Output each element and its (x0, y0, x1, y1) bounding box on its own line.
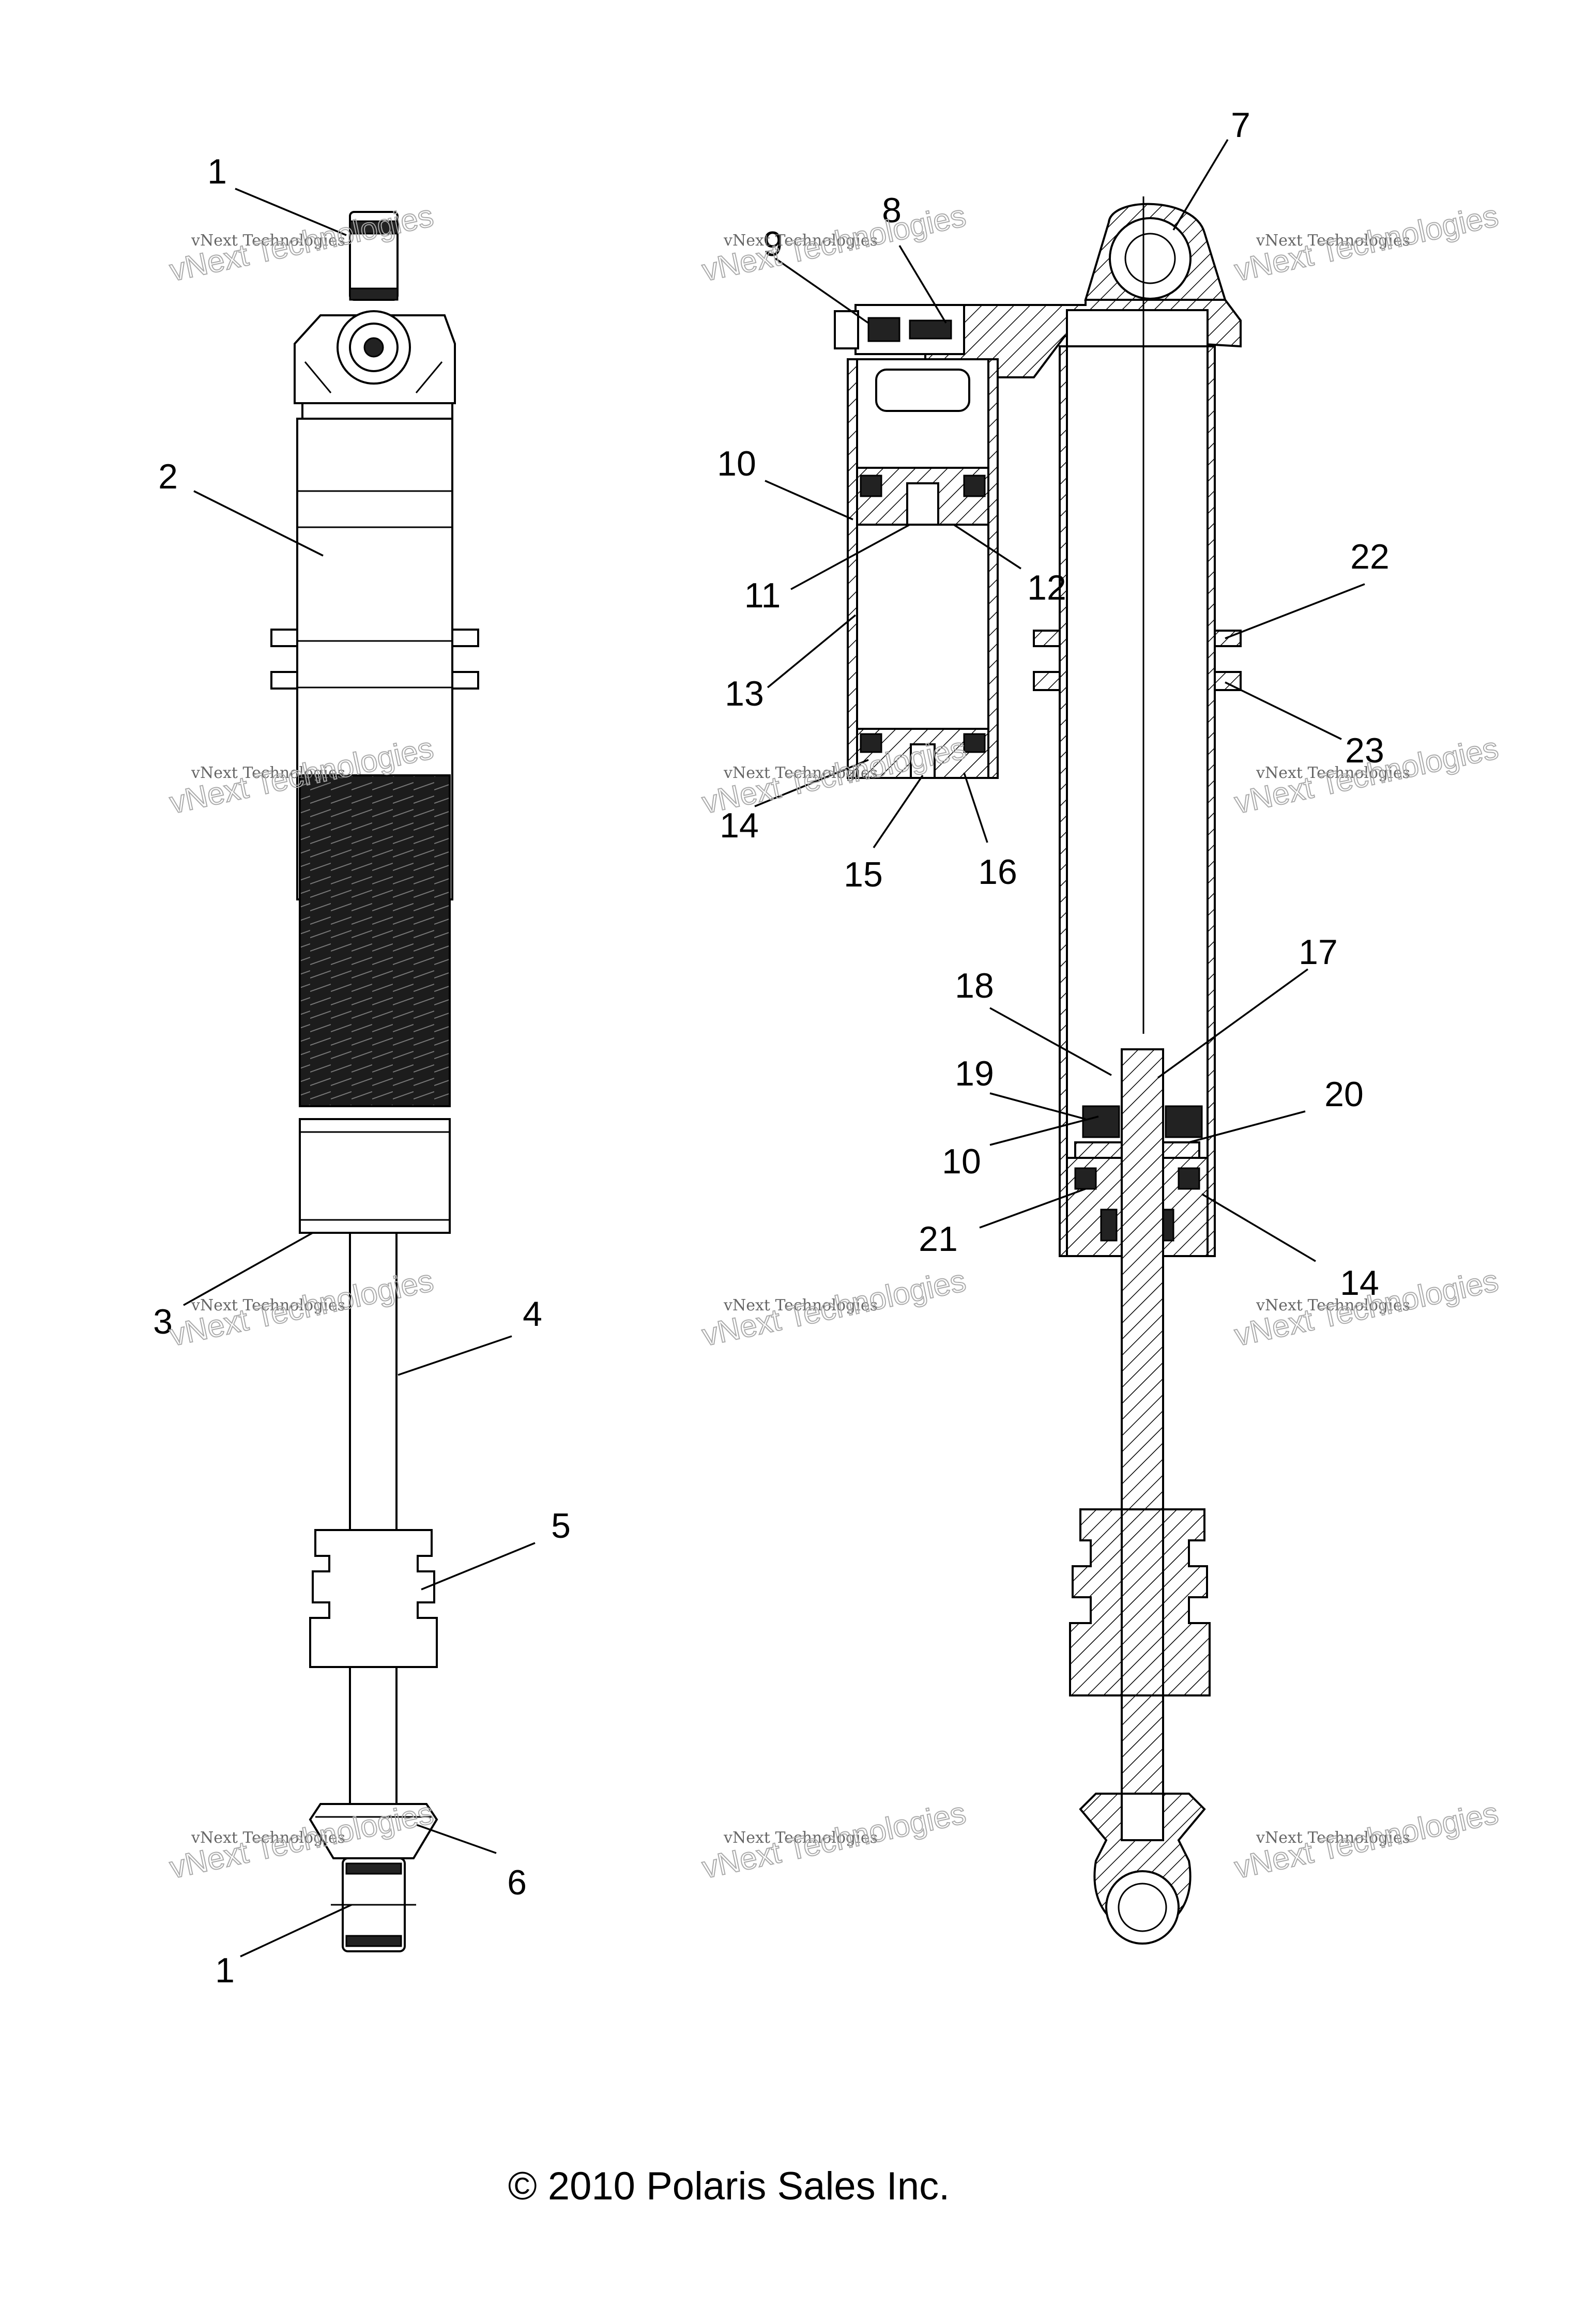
callout-4: 4 (523, 1294, 542, 1334)
callout-11: 11 (744, 576, 781, 615)
callout-5: 5 (551, 1506, 571, 1546)
callout-6: 6 (507, 1863, 527, 1902)
watermark: vNext Technologies (1256, 1296, 1410, 1314)
callout-22: 22 (1350, 537, 1390, 576)
callout-16: 16 (978, 852, 1017, 892)
callout-13: 13 (725, 674, 764, 713)
leader-lines (183, 139, 1365, 1958)
callout-1-bottom: 1 (215, 1951, 235, 1990)
callout-numbers: 1 2 3 4 5 6 1 7 8 9 10 11 12 13 14 15 16… (153, 105, 1390, 1990)
callout-10-top: 10 (717, 444, 756, 483)
callout-19: 19 (955, 1054, 994, 1093)
callout-8: 8 (882, 191, 902, 230)
shock-external-view (270, 211, 479, 1952)
callout-10-bottom: 10 (942, 1142, 981, 1181)
callout-17: 17 (1299, 932, 1338, 972)
watermark: vNext Technologies (1256, 232, 1410, 250)
callout-15: 15 (844, 855, 883, 894)
watermark: vNext Technologies (191, 232, 345, 250)
callout-14-right: 14 (1340, 1263, 1379, 1303)
callout-20: 20 (1324, 1075, 1364, 1114)
watermark: vNext Technologies (1256, 1829, 1410, 1847)
watermark: vNext Technologies (191, 1829, 345, 1847)
watermark: vNext Technologies (723, 232, 878, 250)
watermark: vNext Technologies (1256, 764, 1410, 782)
shock-cross-section-view (834, 196, 1242, 1945)
callout-12: 12 (1027, 568, 1066, 607)
watermark: vNext Technologies (723, 1296, 878, 1314)
watermark: vNext Technologies (191, 764, 345, 782)
watermark: vNext Technologies (723, 1829, 878, 1847)
watermark: vNext Technologies (723, 764, 878, 782)
callout-23: 23 (1345, 731, 1384, 770)
watermark: vNext Technologies (191, 1296, 345, 1314)
callout-7: 7 (1231, 105, 1250, 145)
callout-2: 2 (158, 457, 178, 496)
callout-9: 9 (763, 224, 783, 264)
callout-18: 18 (955, 966, 994, 1005)
callout-14-left: 14 (720, 806, 759, 845)
callout-21: 21 (919, 1219, 958, 1259)
callout-3: 3 (153, 1302, 173, 1341)
copyright-notice: © 2010 Polaris Sales Inc. (508, 2164, 950, 2208)
callout-1-top: 1 (207, 152, 227, 191)
